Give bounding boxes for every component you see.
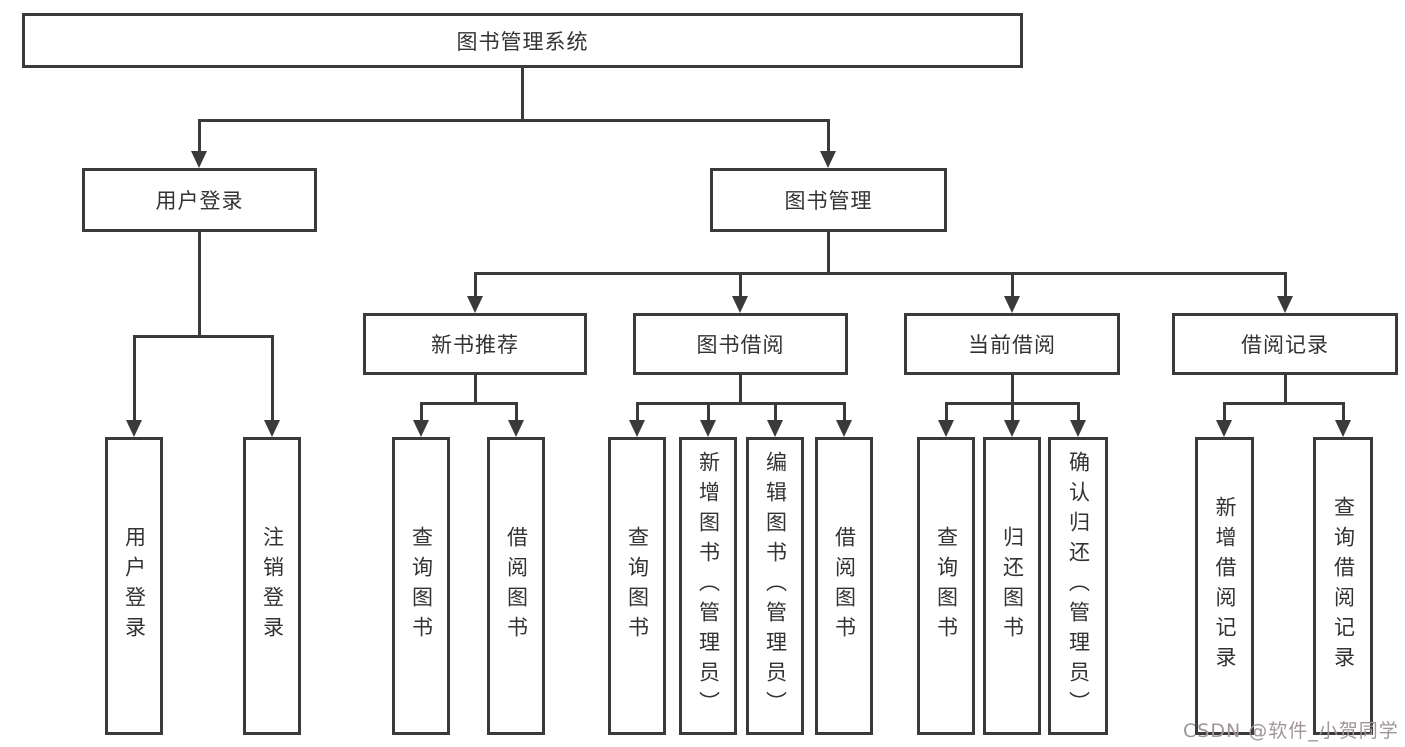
leaf-user-login: 用户登录 <box>105 437 163 735</box>
node-label: 借阅图书 <box>832 526 857 646</box>
arrow-down-icon <box>413 420 429 437</box>
arrow-down-icon <box>264 420 280 437</box>
connector-vline <box>635 403 639 425</box>
node-label: 图书管理系统 <box>456 29 589 54</box>
arrow-down-icon <box>508 420 524 437</box>
node-label: 用户登录 <box>155 189 244 213</box>
connector-vline <box>1283 375 1287 403</box>
arrow-down-icon <box>1216 420 1232 437</box>
node-label: 图书管理 <box>784 189 873 213</box>
connector-vline <box>419 403 423 425</box>
node-label: 查询图书 <box>934 526 959 646</box>
node-book-borrowing: 图书借阅 <box>633 313 848 375</box>
connector-vline <box>773 403 777 425</box>
leaf-return-books: 归还图书 <box>983 437 1041 735</box>
arrow-down-icon <box>820 151 836 168</box>
connector-vline <box>520 68 524 120</box>
connector-vline <box>270 336 274 425</box>
arrow-down-icon <box>1004 420 1020 437</box>
connector-vline <box>1222 403 1226 425</box>
connector-hline <box>635 401 846 405</box>
node-book-management: 图书管理 <box>710 168 947 232</box>
connector-vline <box>132 336 136 425</box>
connector-vline <box>197 120 201 156</box>
node-label: 注销登录 <box>260 526 285 646</box>
connector-hline <box>419 401 518 405</box>
node-label: 借阅记录 <box>1241 333 1329 357</box>
connector-vline <box>514 403 518 425</box>
connector-hline <box>197 118 830 122</box>
connector-vline <box>1076 403 1080 425</box>
connector-vline <box>738 273 742 301</box>
arrow-down-icon <box>126 420 142 437</box>
arrow-down-icon <box>836 420 852 437</box>
leaf-edit-books-admin: 编辑图书（管理员） <box>746 437 804 735</box>
connector-vline <box>1341 403 1345 425</box>
arrow-down-icon <box>1277 296 1293 313</box>
arrow-down-icon <box>1004 296 1020 313</box>
connector-vline <box>1283 273 1287 301</box>
connector-vline <box>826 120 830 156</box>
leaf-borrow-books: 借阅图书 <box>815 437 873 735</box>
node-label: 新增借阅记录 <box>1213 496 1237 676</box>
node-new-book-recommend: 新书推荐 <box>363 313 587 375</box>
node-label: 查询图书 <box>625 526 650 646</box>
arrow-down-icon <box>938 420 954 437</box>
connector-vline <box>473 273 477 301</box>
connector-vline <box>1010 375 1014 403</box>
connector-hline <box>132 334 274 338</box>
leaf-query-books-current: 查询图书 <box>917 437 975 735</box>
node-label: 新增图书（管理员） <box>696 451 721 721</box>
node-label: 当前借阅 <box>968 333 1056 357</box>
node-label: 借阅图书 <box>504 526 529 646</box>
connector-vline <box>706 403 710 425</box>
leaf-query-books-recommend: 查询图书 <box>392 437 450 735</box>
node-borrow-records: 借阅记录 <box>1172 313 1398 375</box>
leaf-query-borrow-record: 查询借阅记录 <box>1313 437 1373 735</box>
arrow-down-icon <box>629 420 645 437</box>
connector-hline <box>1222 401 1345 405</box>
node-label: 查询借阅记录 <box>1331 496 1356 676</box>
arrow-down-icon <box>1335 420 1351 437</box>
arrow-down-icon <box>732 296 748 313</box>
node-label: 归还图书 <box>1000 526 1025 646</box>
arrow-down-icon <box>191 151 207 168</box>
connector-vline <box>944 403 948 425</box>
connector-vline <box>826 232 830 273</box>
leaf-query-books-borrowing: 查询图书 <box>608 437 666 735</box>
connector-vline <box>473 375 477 403</box>
arrow-down-icon <box>467 296 483 313</box>
leaf-add-borrow-record: 新增借阅记录 <box>1195 437 1254 735</box>
node-label: 编辑图书（管理员） <box>763 451 788 721</box>
node-label: 查询图书 <box>409 526 434 646</box>
node-label: 图书借阅 <box>696 333 785 357</box>
node-label: 确认归还（管理员） <box>1066 451 1091 721</box>
node-current-borrowing: 当前借阅 <box>904 313 1120 375</box>
leaf-confirm-return-admin: 确认归还（管理员） <box>1048 437 1108 735</box>
node-user-login: 用户登录 <box>82 168 317 232</box>
connector-vline <box>738 375 742 403</box>
node-library-management-system: 图书管理系统 <box>22 13 1023 68</box>
connector-vline <box>1010 273 1014 301</box>
leaf-logout: 注销登录 <box>243 437 301 735</box>
watermark: CSDN @软件_小贺同学 <box>1183 720 1399 742</box>
arrow-down-icon <box>767 420 783 437</box>
arrow-down-icon <box>700 420 716 437</box>
node-label: 新书推荐 <box>431 333 519 357</box>
connector-vline <box>842 403 846 425</box>
connector-vline <box>197 232 201 336</box>
connector-hline <box>473 271 1287 275</box>
arrow-down-icon <box>1070 420 1086 437</box>
connector-vline <box>1010 403 1014 425</box>
leaf-borrow-books-recommend: 借阅图书 <box>487 437 545 735</box>
node-label: 用户登录 <box>122 526 147 646</box>
leaf-add-books-admin: 新增图书（管理员） <box>679 437 737 735</box>
